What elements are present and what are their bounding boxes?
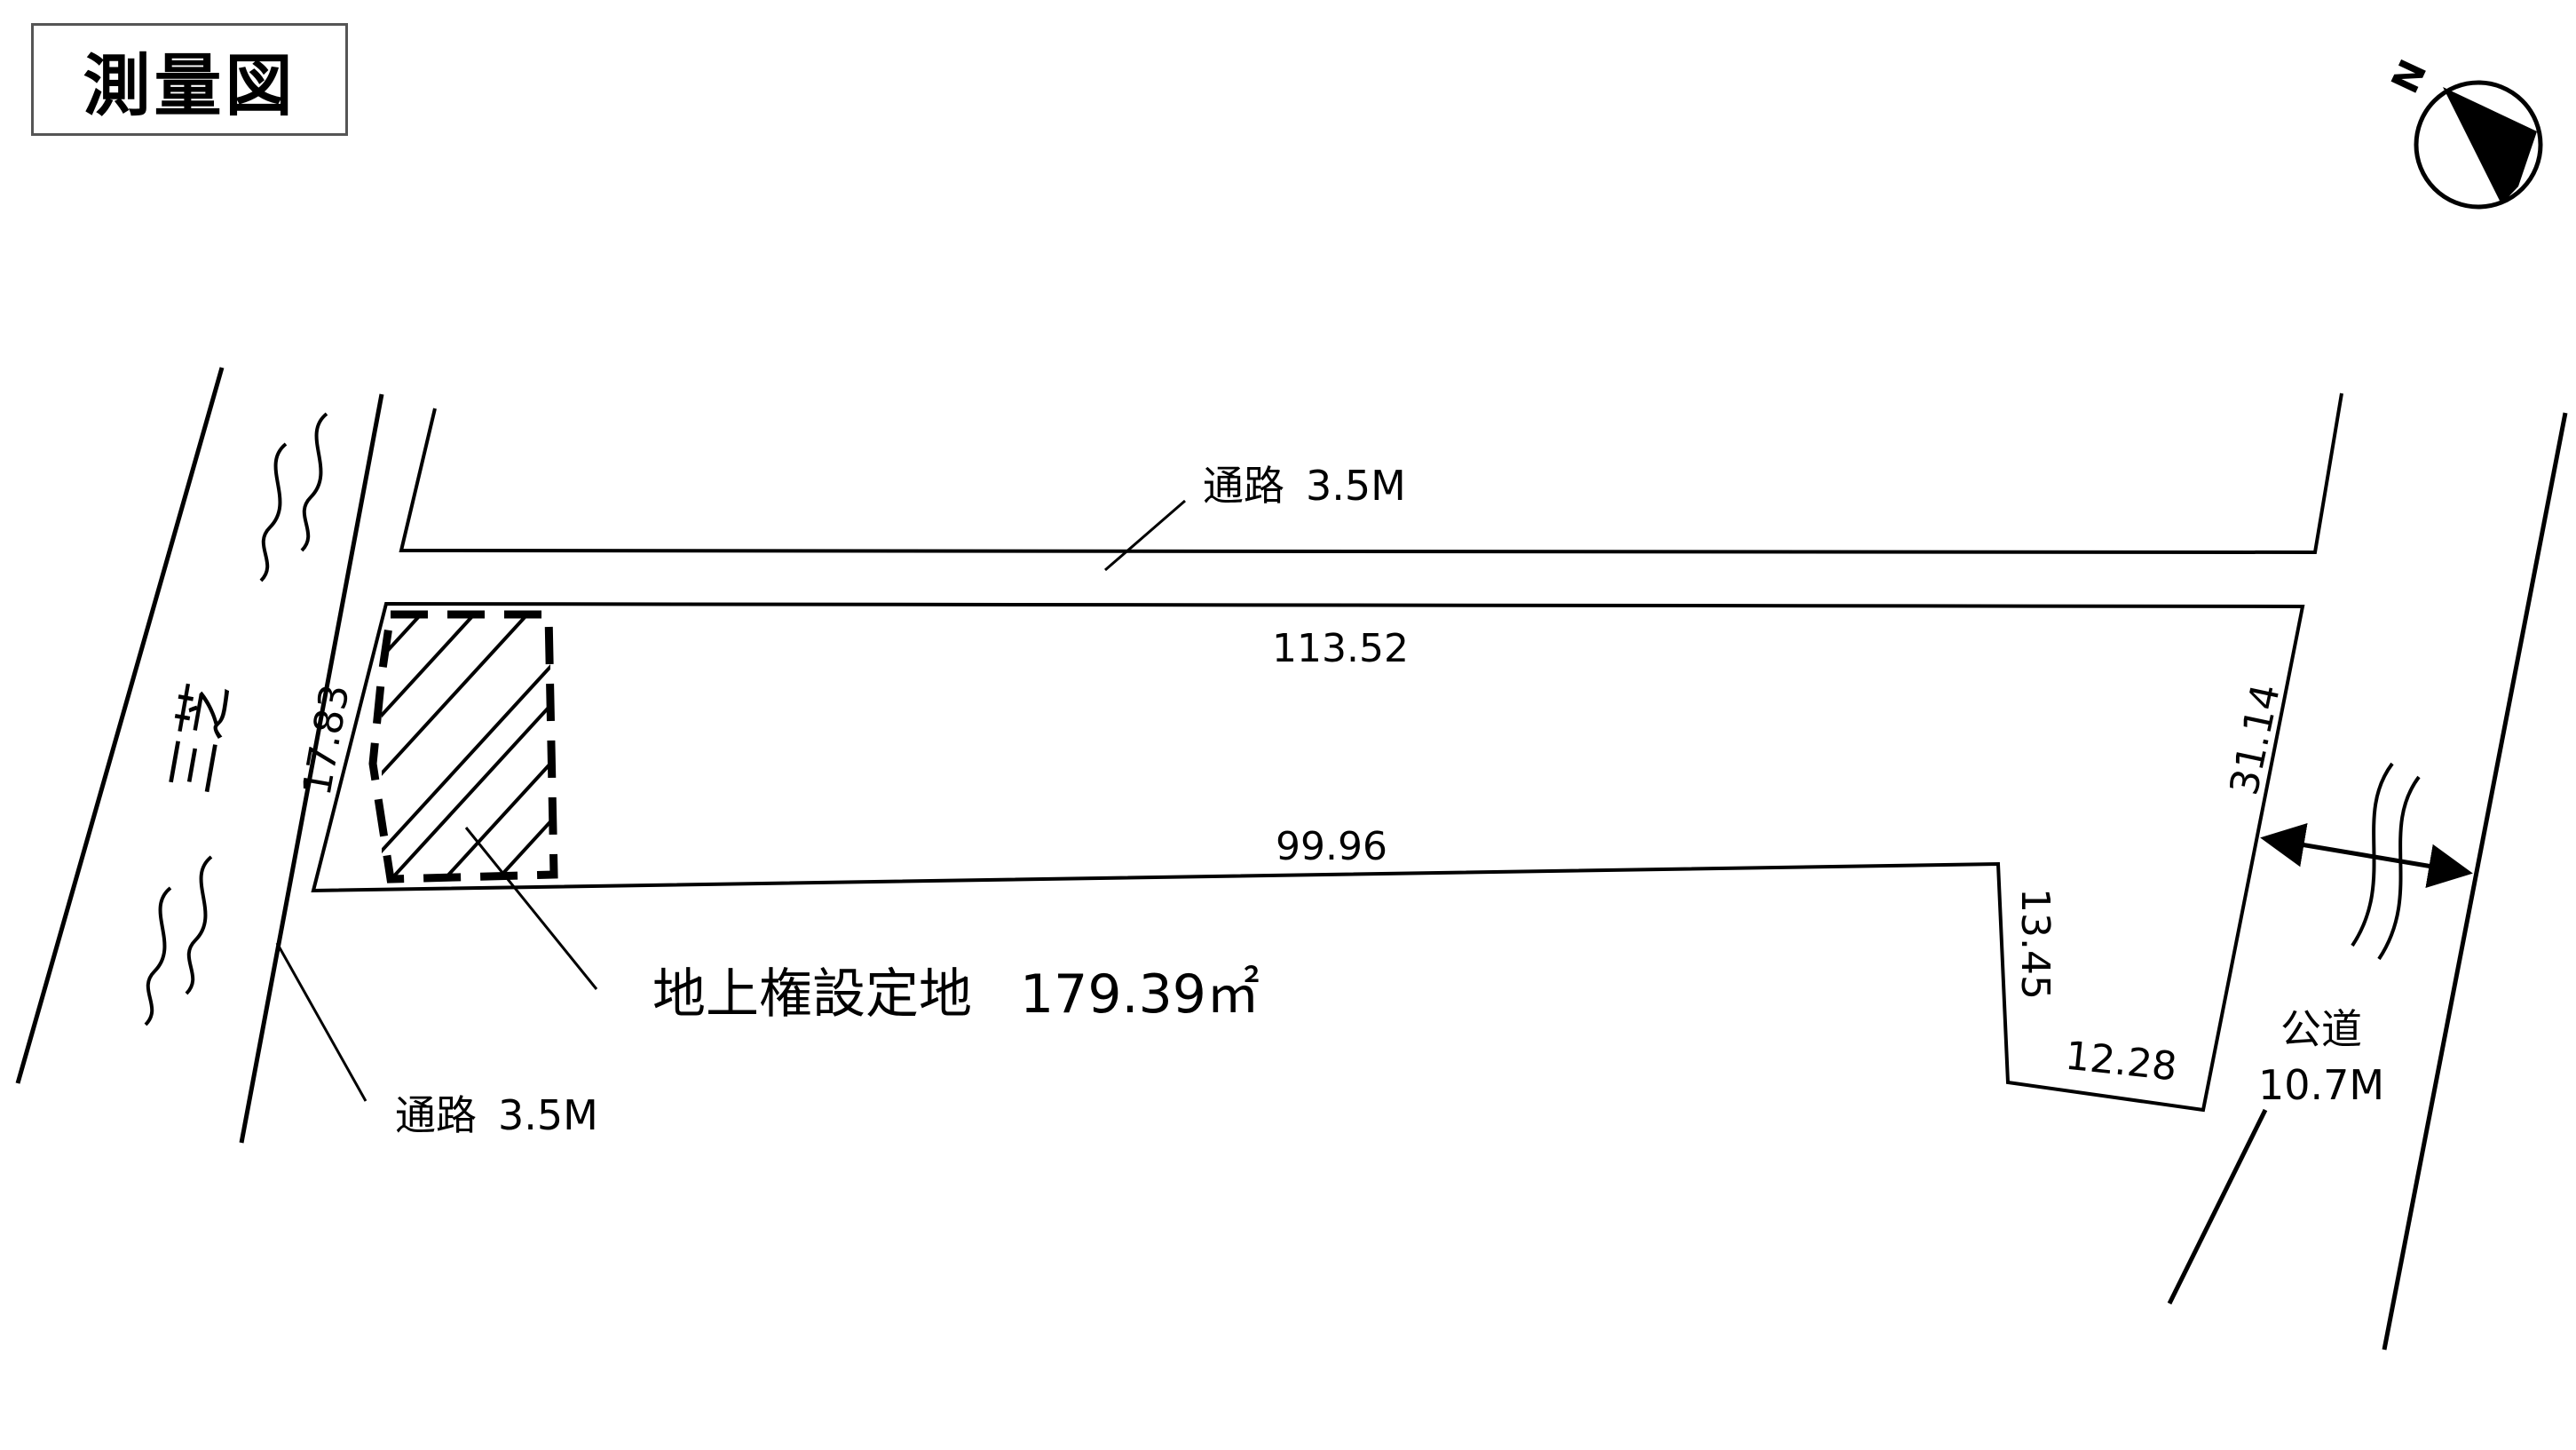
public-road-width: 10.7M [2258,1061,2384,1109]
passage-bottom-leader [275,942,367,1102]
water-wave-icon [144,412,328,1026]
passage-top-outline [399,392,2343,555]
river-bank-left [15,367,225,1084]
dimension-north-side: 113.52 [1272,626,1409,671]
dimension-south-side: 99.96 [1276,824,1387,869]
public-road-edge-left [2167,1108,2268,1305]
public-road-width-arrow [2260,822,2473,889]
dimension-notch-horizontal: 12.28 [2063,1034,2179,1090]
river-bank-right [239,393,384,1144]
compass-icon: N [2382,53,2543,210]
passage-top-leader [1104,499,1186,572]
page-title: 測量図 [83,45,296,125]
lease-area-leader [464,827,598,990]
lease-area-boundary [368,610,558,883]
dimension-west-side: 17.83 [295,681,359,799]
public-road-name: 公道 [2280,1005,2362,1053]
river-name: 三芝 [157,678,240,798]
lot-boundary [311,601,2305,1113]
title-box: 測量図 [31,23,348,136]
north-label: N [2382,53,2435,100]
road-break-icon [2351,762,2421,961]
lease-area-hatched [368,610,558,883]
dimension-east-side: 31.14 [2222,680,2289,799]
dimension-notch-vertical: 13.45 [2012,888,2058,1000]
public-road-edge-right [2382,412,2568,1351]
